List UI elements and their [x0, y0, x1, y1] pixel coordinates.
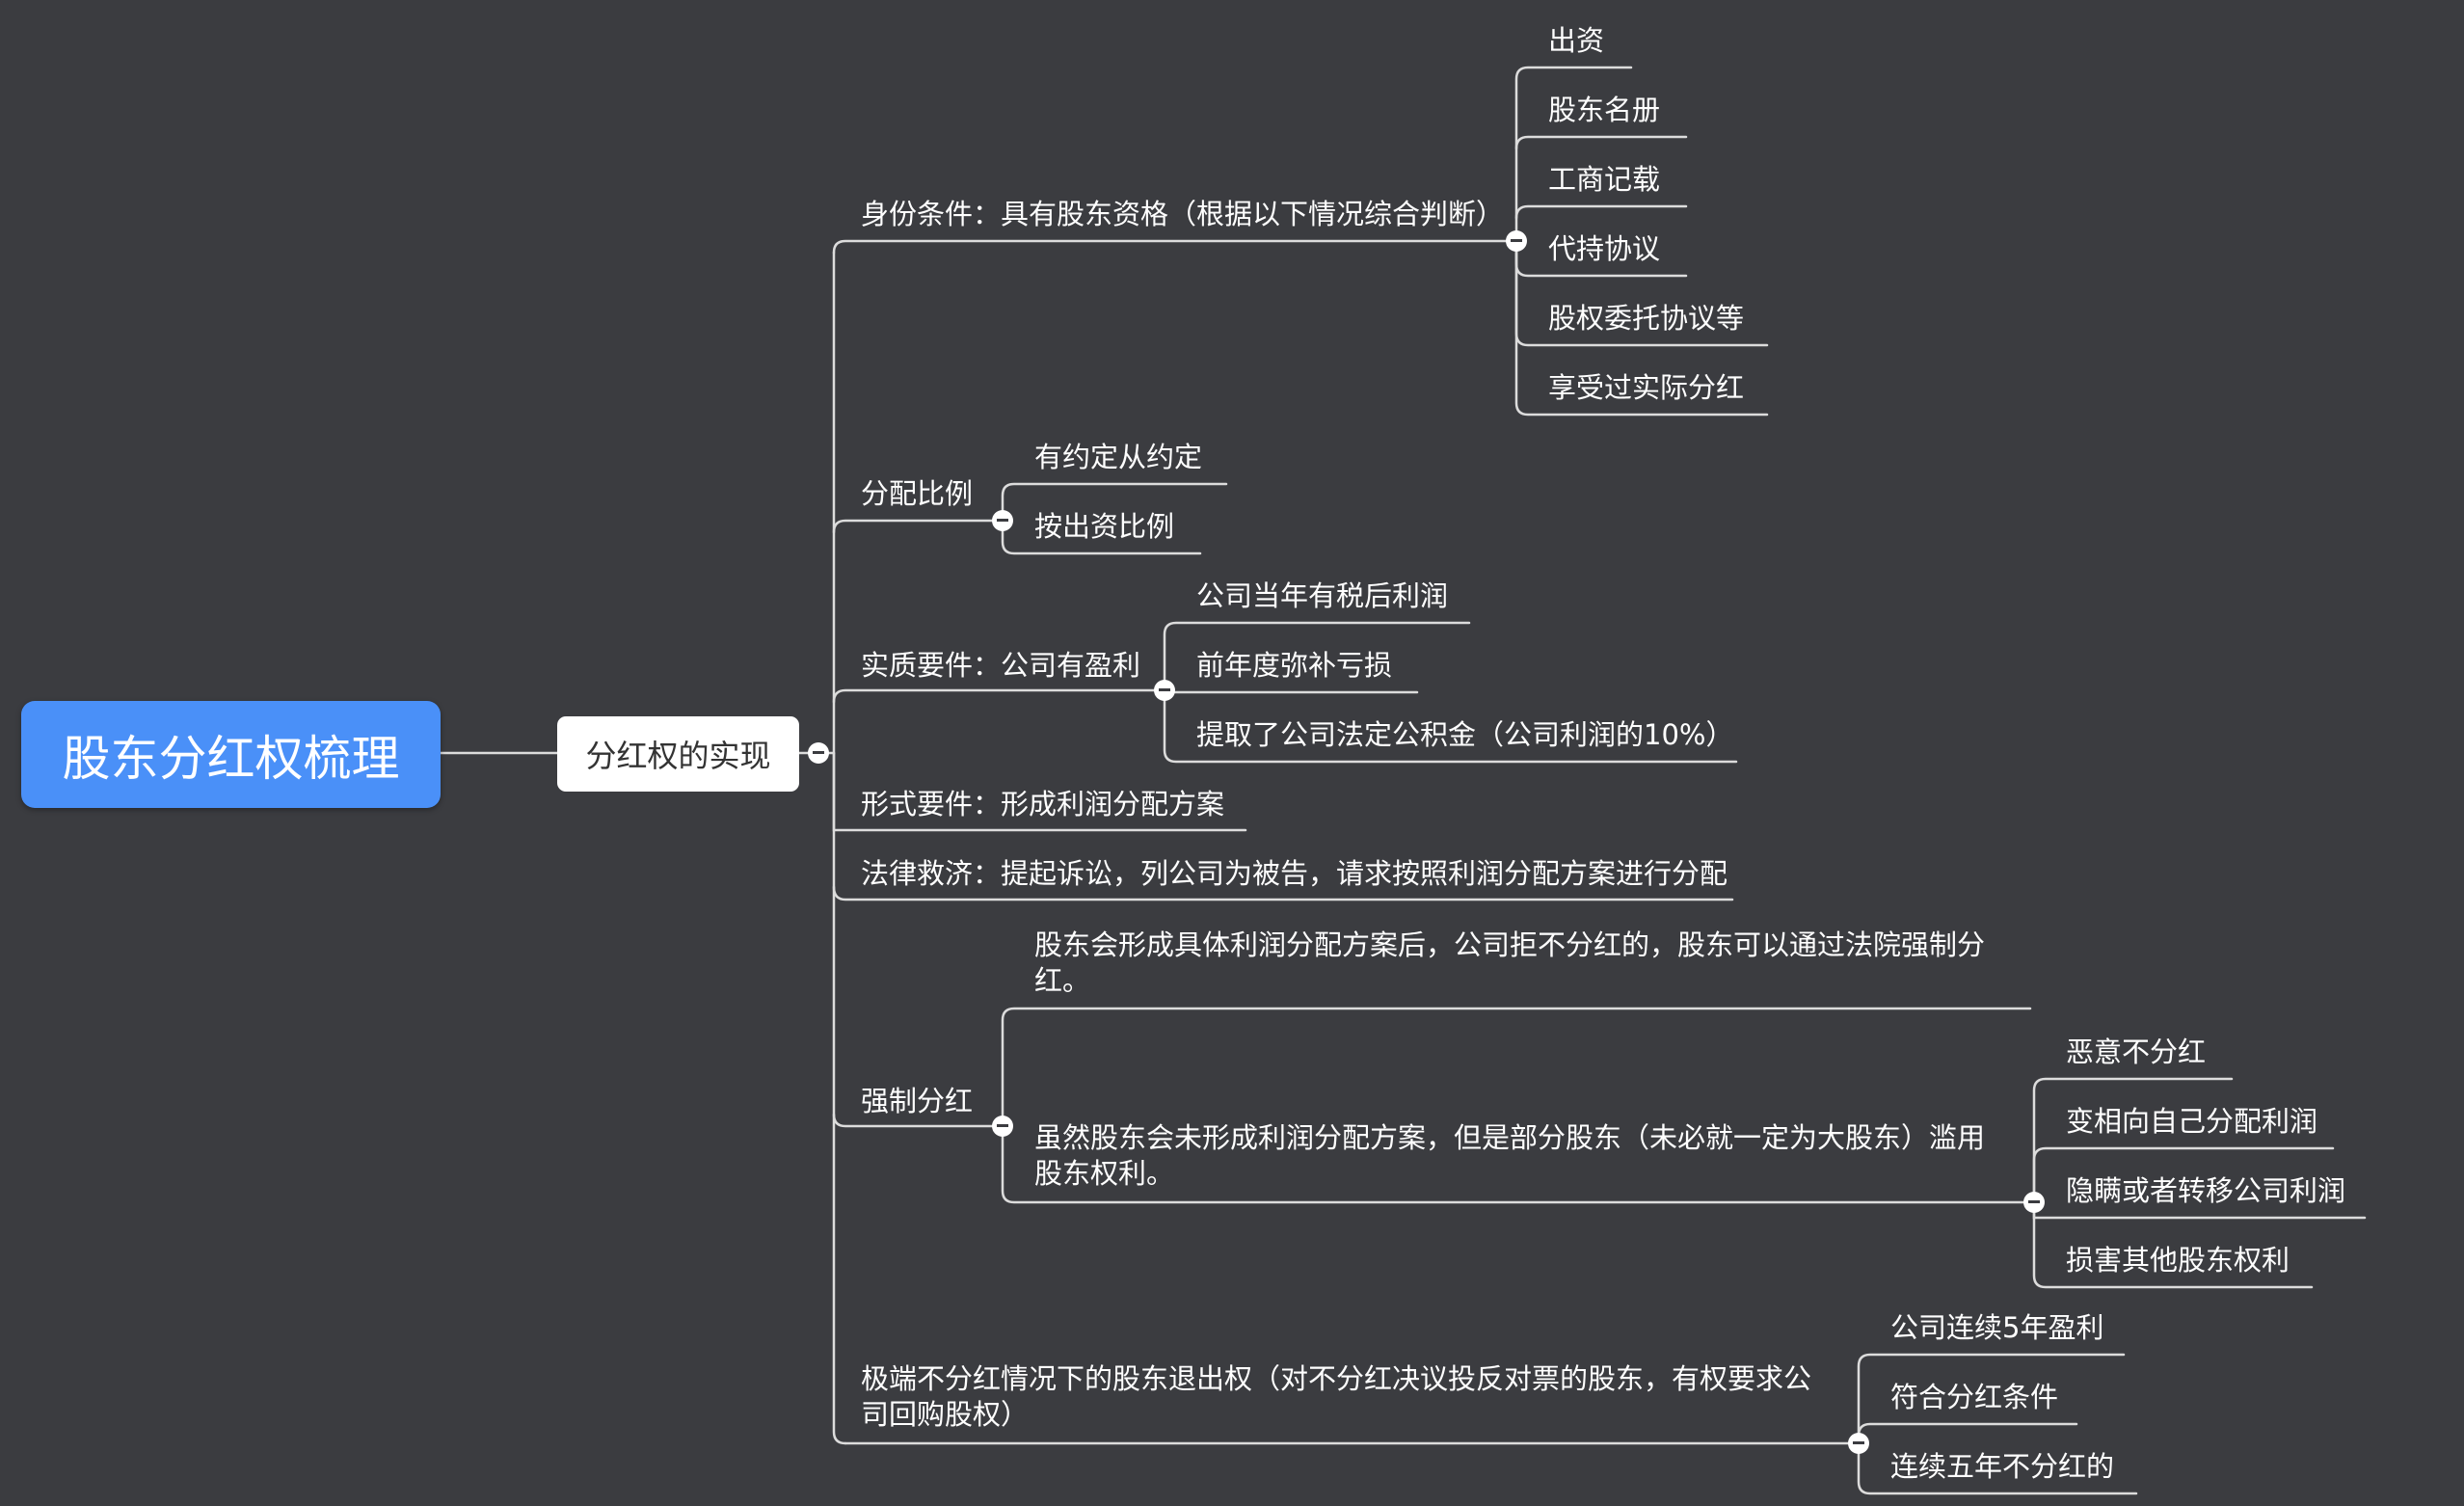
forced-case-1[interactable]: 股东会形成具体利润分配方案后，公司拒不分红的，股东可以通过法院强制分红。: [1034, 928, 1986, 997]
identity-child[interactable]: 股权委托协议等: [1548, 302, 1745, 335]
identity-child[interactable]: 股东名册: [1548, 94, 1661, 126]
collapse-toggle-exit[interactable]: [1848, 1433, 1869, 1454]
substance-child[interactable]: 公司当年有税后利润: [1196, 579, 1449, 612]
exit-child[interactable]: 符合分红条件: [1890, 1381, 2059, 1413]
forced-case2-child[interactable]: 恶意不分红: [2066, 1035, 2207, 1068]
forced-case2-child[interactable]: 损害其他股东权利: [2066, 1244, 2290, 1277]
collapse-toggle-substance[interactable]: [1154, 680, 1175, 701]
exit-child[interactable]: 连续五年不分红的: [1890, 1450, 2115, 1483]
collapse-toggle-forced-case2[interactable]: [2023, 1192, 2045, 1213]
branch-identity[interactable]: 身份条件：具有股东资格（根据以下情况综合判断）: [861, 198, 1505, 230]
collapse-toggle-main[interactable]: [808, 742, 829, 764]
exit-child[interactable]: 公司连续5年盈利: [1890, 1311, 2104, 1344]
identity-child[interactable]: 代持协议: [1548, 232, 1661, 265]
branch-substance[interactable]: 实质要件：公司有盈利: [861, 649, 1141, 682]
forced-case-2[interactable]: 虽然股东会未形成利润分配方案，但是部分股东（未必就一定为大股东）滥用股东权利。: [1034, 1121, 1986, 1190]
forced-case2-child[interactable]: 变相向自己分配利润: [2066, 1105, 2318, 1138]
branch-form[interactable]: 形式要件：形成利润分配方案: [861, 788, 1225, 820]
identity-child[interactable]: 工商记载: [1548, 163, 1661, 196]
ratio-child[interactable]: 有约定从约定: [1034, 441, 1203, 473]
main-topic[interactable]: 分红权的实现: [557, 716, 799, 792]
ratio-child[interactable]: 按出资比例: [1034, 510, 1175, 543]
branch-ratio[interactable]: 分配比例: [861, 477, 974, 510]
branch-exit[interactable]: 极端不分红情况下的股东退出权（对不分红决议投反对票的股东，有权要求公司回购股权）: [861, 1362, 1812, 1431]
substance-child[interactable]: 提取了公司法定公积金（公司利润的10%）: [1196, 718, 1734, 751]
collapse-toggle-forced[interactable]: [992, 1116, 1013, 1137]
identity-child[interactable]: 享受过实际分红: [1548, 371, 1745, 404]
forced-case2-child[interactable]: 隐瞒或者转移公司利润: [2066, 1174, 2346, 1207]
root-topic[interactable]: 股东分红权梳理: [21, 701, 441, 808]
identity-child[interactable]: 出资: [1548, 24, 1605, 57]
collapse-toggle-ratio[interactable]: [992, 510, 1013, 531]
collapse-toggle-identity[interactable]: [1506, 230, 1527, 252]
substance-child[interactable]: 前年度弥补亏损: [1196, 649, 1393, 682]
branch-remedy[interactable]: 法律救济：提起诉讼，列公司为被告，请求按照利润分配方案进行分配: [861, 857, 1728, 890]
branch-forced[interactable]: 强制分红: [861, 1085, 974, 1117]
